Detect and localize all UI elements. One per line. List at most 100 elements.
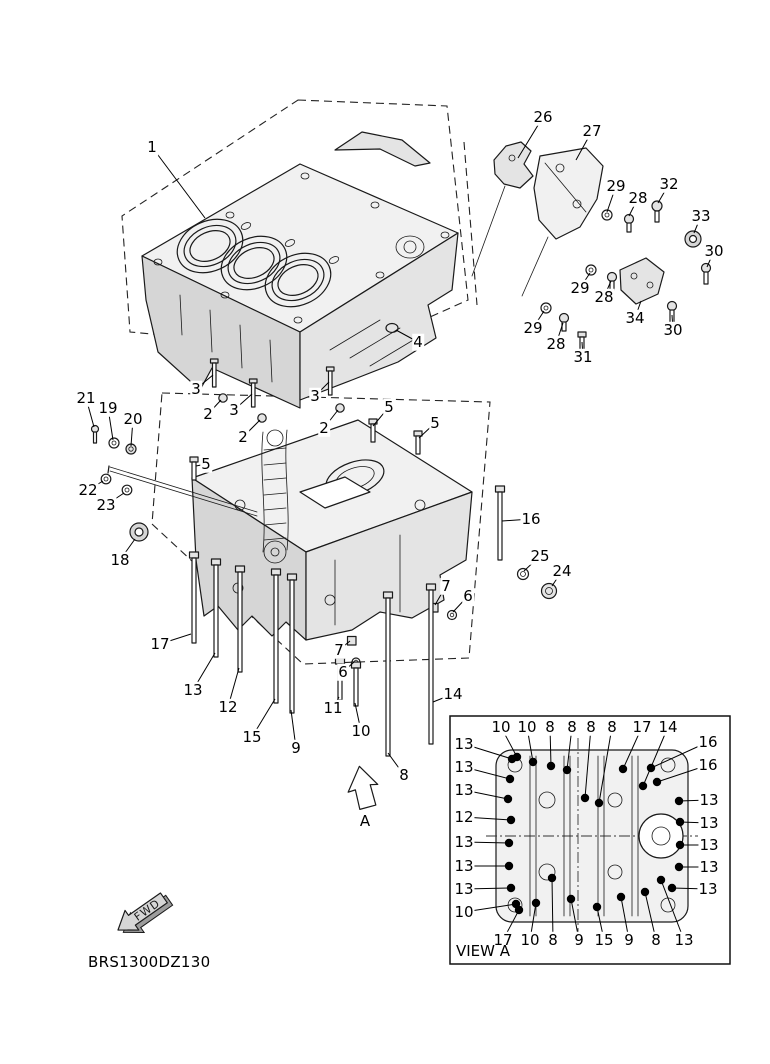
callout-8: 8	[606, 717, 618, 736]
cam-chain-art	[261, 429, 289, 564]
callout-30: 30	[662, 320, 684, 339]
left-fastener-art	[90, 424, 258, 542]
callout-13: 13	[698, 813, 720, 832]
callout-3: 3	[309, 386, 321, 405]
callout-29: 29	[569, 278, 591, 297]
callout-8: 8	[566, 717, 578, 736]
callout-17: 17	[492, 930, 514, 949]
callout-13: 13	[182, 680, 204, 699]
callout-31: 31	[572, 347, 594, 366]
part-code: BRS1300DZ130	[88, 953, 211, 971]
right-fastener-art	[346, 485, 558, 667]
bolt-dot	[580, 793, 590, 803]
callout-13: 13	[453, 734, 475, 753]
callout-12: 12	[453, 807, 475, 826]
callout-12: 12	[217, 697, 239, 716]
bolt-dot	[505, 774, 515, 784]
callout-2: 2	[237, 427, 249, 446]
callout-A: A	[358, 811, 372, 830]
callout-5: 5	[383, 397, 395, 416]
bolt-dot	[503, 794, 513, 804]
callout-10: 10	[453, 902, 475, 921]
callout-29: 29	[605, 176, 627, 195]
callout-8: 8	[650, 930, 662, 949]
callout-10: 10	[519, 930, 541, 949]
cylinder-block-art	[141, 131, 459, 409]
callout-2: 2	[318, 418, 330, 437]
view-direction-arrow-icon	[347, 765, 379, 810]
bolt-dot	[638, 781, 648, 791]
callout-25: 25	[529, 546, 551, 565]
view-a-label: VIEW A	[456, 942, 511, 960]
callout-3: 3	[190, 379, 202, 398]
bolt-dot	[656, 875, 666, 885]
callout-9: 9	[290, 738, 302, 757]
callout-20: 20	[122, 409, 144, 428]
bolt-dot	[675, 840, 685, 850]
bolt-dot	[566, 894, 576, 904]
callout-28: 28	[545, 334, 567, 353]
bolt-dot	[675, 817, 685, 827]
callout-13: 13	[453, 780, 475, 799]
callout-6: 6	[337, 662, 349, 681]
bolt-dot	[507, 754, 517, 764]
callout-1: 1	[146, 137, 158, 156]
callout-13: 13	[453, 879, 475, 898]
callout-28: 28	[593, 287, 615, 306]
bolt-dot	[652, 777, 662, 787]
callout-11: 11	[322, 698, 344, 717]
bolt-dot	[640, 887, 650, 897]
callout-5: 5	[429, 413, 441, 432]
callout-33: 33	[690, 206, 712, 225]
bolt-dot	[546, 761, 556, 771]
callout-8: 8	[544, 717, 556, 736]
callout-29: 29	[522, 318, 544, 337]
callout-14: 14	[442, 684, 464, 703]
bolt-dot	[616, 892, 626, 902]
leader-line	[584, 726, 592, 799]
leader-line	[551, 877, 554, 941]
callout-8: 8	[398, 765, 410, 784]
callout-8: 8	[585, 717, 597, 736]
bolt-dot	[562, 765, 572, 775]
callout-21: 21	[75, 388, 97, 407]
callout-13: 13	[698, 857, 720, 876]
bolt-dot	[618, 764, 628, 774]
bolt-dot	[667, 883, 677, 893]
leader-line	[642, 726, 669, 787]
bolt-dot	[674, 796, 684, 806]
callout-18: 18	[109, 550, 131, 569]
leader-line	[151, 146, 206, 219]
callout-9: 9	[573, 930, 585, 949]
callout-7: 7	[333, 640, 345, 659]
callout-16: 16	[697, 755, 719, 774]
callout-6: 6	[462, 586, 474, 605]
callout-34: 34	[624, 308, 646, 327]
view-a-inset-art	[449, 715, 731, 965]
callout-13: 13	[453, 757, 475, 776]
callout-28: 28	[627, 188, 649, 207]
callout-24: 24	[551, 561, 573, 580]
mount-boss-4	[385, 322, 399, 334]
bolt-dot	[506, 815, 516, 825]
bolt-dot	[506, 883, 516, 893]
callout-10: 10	[490, 717, 512, 736]
callout-13: 13	[673, 930, 695, 949]
callout-15: 15	[241, 727, 263, 746]
callout-22: 22	[77, 480, 99, 499]
callout-2: 2	[202, 404, 214, 423]
callout-3: 3	[228, 400, 240, 419]
bolt-dot	[504, 861, 514, 871]
callout-14: 14	[657, 717, 679, 736]
callout-27: 27	[581, 121, 603, 140]
callout-17: 17	[149, 634, 171, 653]
leader-line	[660, 879, 685, 941]
callout-13: 13	[453, 832, 475, 851]
bolt-dot	[646, 763, 656, 773]
callout-17: 17	[631, 717, 653, 736]
callout-16: 16	[520, 509, 542, 528]
callout-13: 13	[698, 790, 720, 809]
callout-16: 16	[697, 732, 719, 751]
